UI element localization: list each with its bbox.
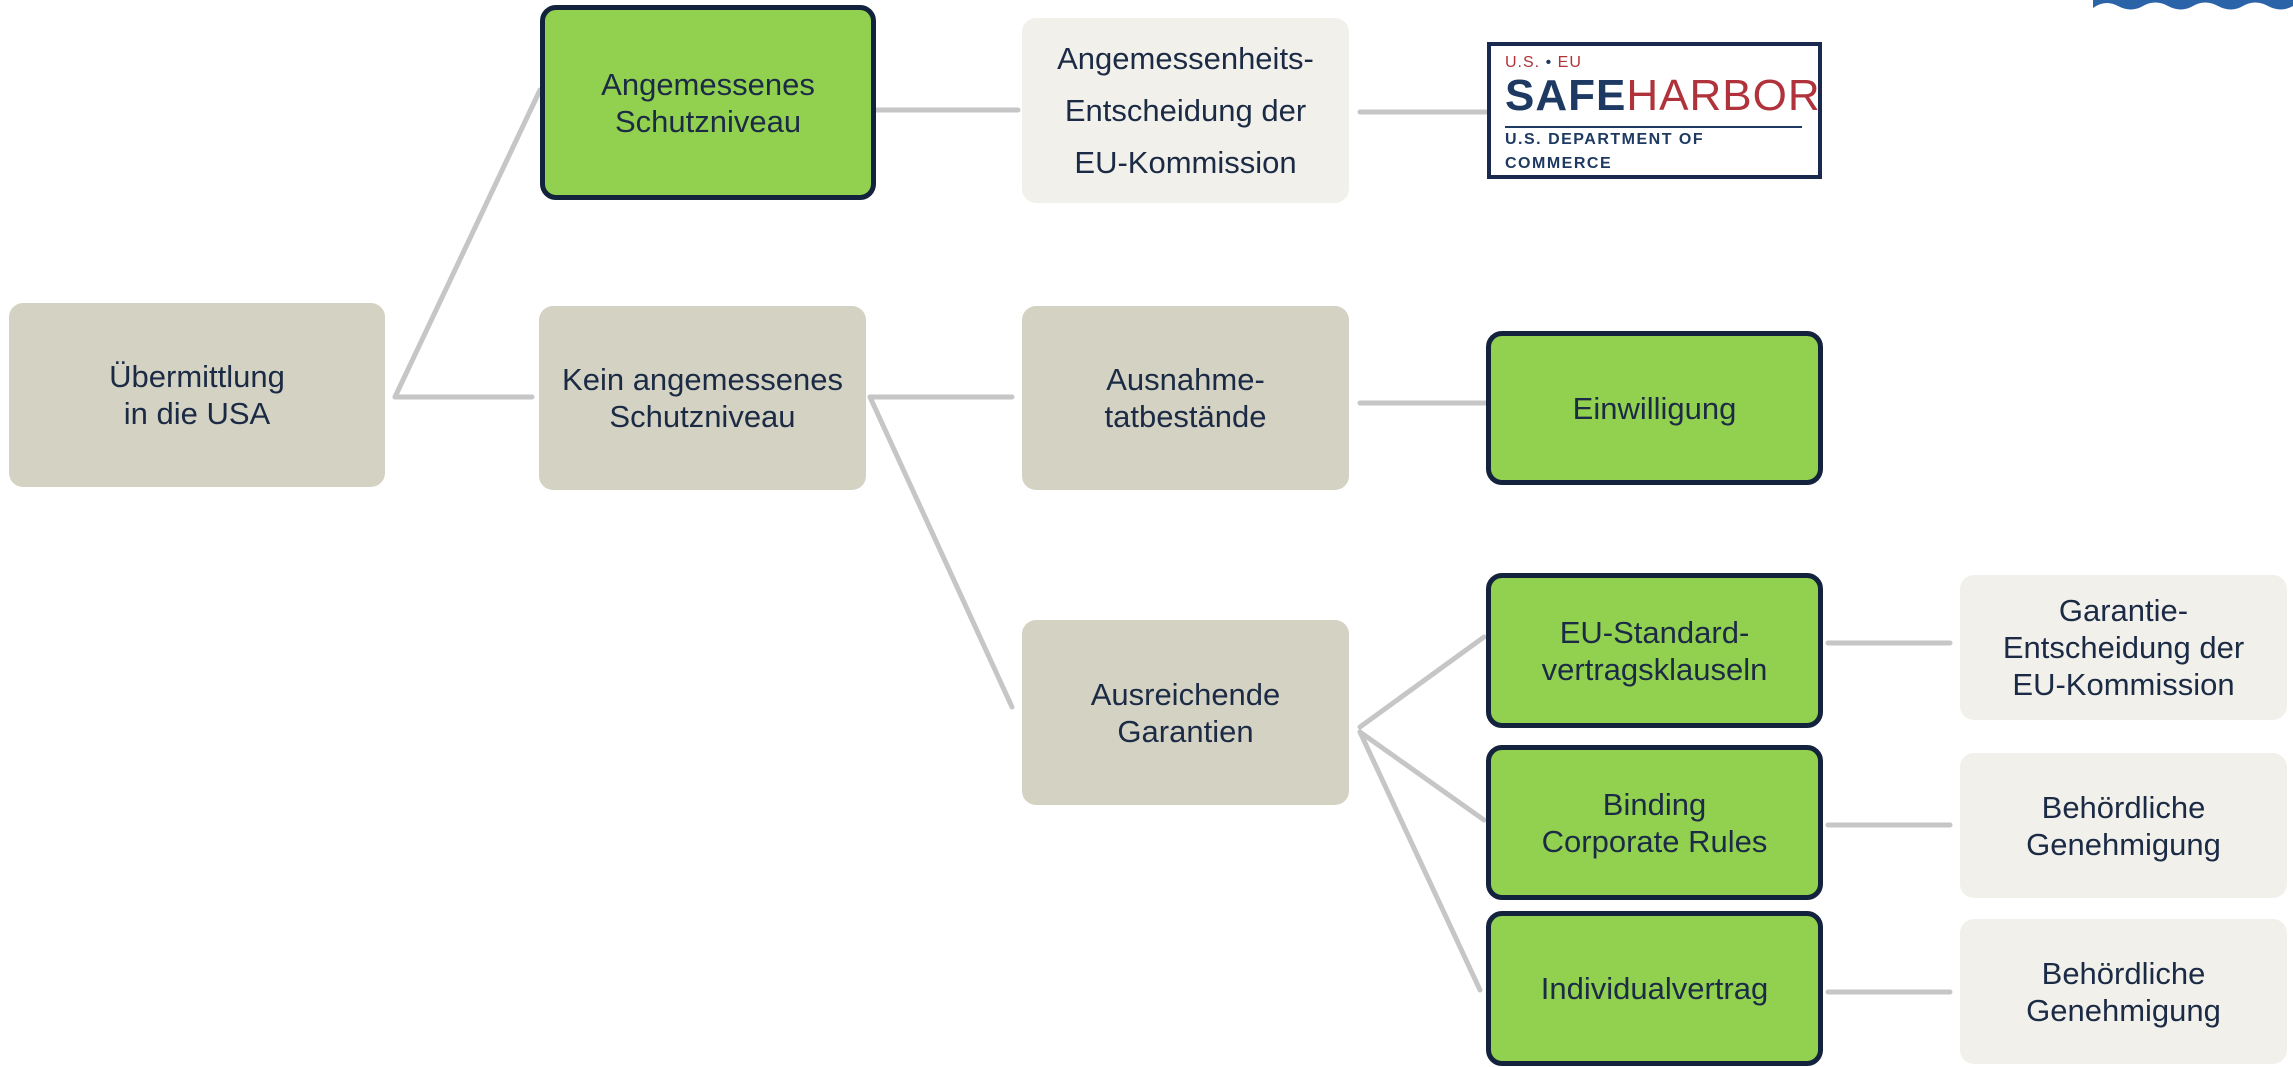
connector-safeguards-bcr [1357, 729, 1487, 823]
node-consent: Einwilligung [1486, 331, 1823, 485]
connector-safeguards-clauses [1357, 634, 1487, 730]
wave-decoration [2093, 0, 2293, 10]
node-guarantee-decision: Garantie- Entscheidung der EU-Kommission [1960, 575, 2287, 720]
logo-brand: SAFEHARBOR [1505, 71, 1821, 120]
node-sufficient-safeguards: Ausreichende Garantien [1022, 620, 1349, 805]
node-standard-contract-clauses: EU-Standard- vertragsklauseln [1486, 573, 1823, 728]
node-adequacy-decision: Angemessenheits- Entscheidung der EU-Kom… [1022, 18, 1349, 203]
node-adequate-protection: Angemessenes Schutzniveau [540, 5, 876, 200]
node-exceptions: Ausnahme- tatbestände [1022, 306, 1349, 490]
connector-root-adequate [392, 87, 543, 400]
logo-tagline: U.S. • EU [1505, 54, 1582, 71]
safe-harbor-logo: U.S. • EU SAFEHARBOR U.S. DEPARTMENT OF … [1487, 42, 1822, 179]
node-individual-contract: Individualvertrag [1486, 911, 1823, 1066]
node-no-adequate-protection: Kein angemessenes Schutzniveau [539, 306, 866, 490]
connector-notadequate-safeguards [867, 394, 1015, 710]
node-authority-approval-contract: Behördliche Genehmigung [1960, 919, 2287, 1064]
logo-divider [1505, 126, 1802, 128]
root-node-transfer: Übermittlung in die USA [9, 303, 385, 487]
node-binding-corporate-rules: Binding Corporate Rules [1486, 745, 1823, 900]
node-authority-approval-bcr: Behördliche Genehmigung [1960, 753, 2287, 898]
connector-safeguards-contract [1357, 729, 1483, 993]
logo-department: U.S. DEPARTMENT OF COMMERCE [1505, 131, 1705, 172]
